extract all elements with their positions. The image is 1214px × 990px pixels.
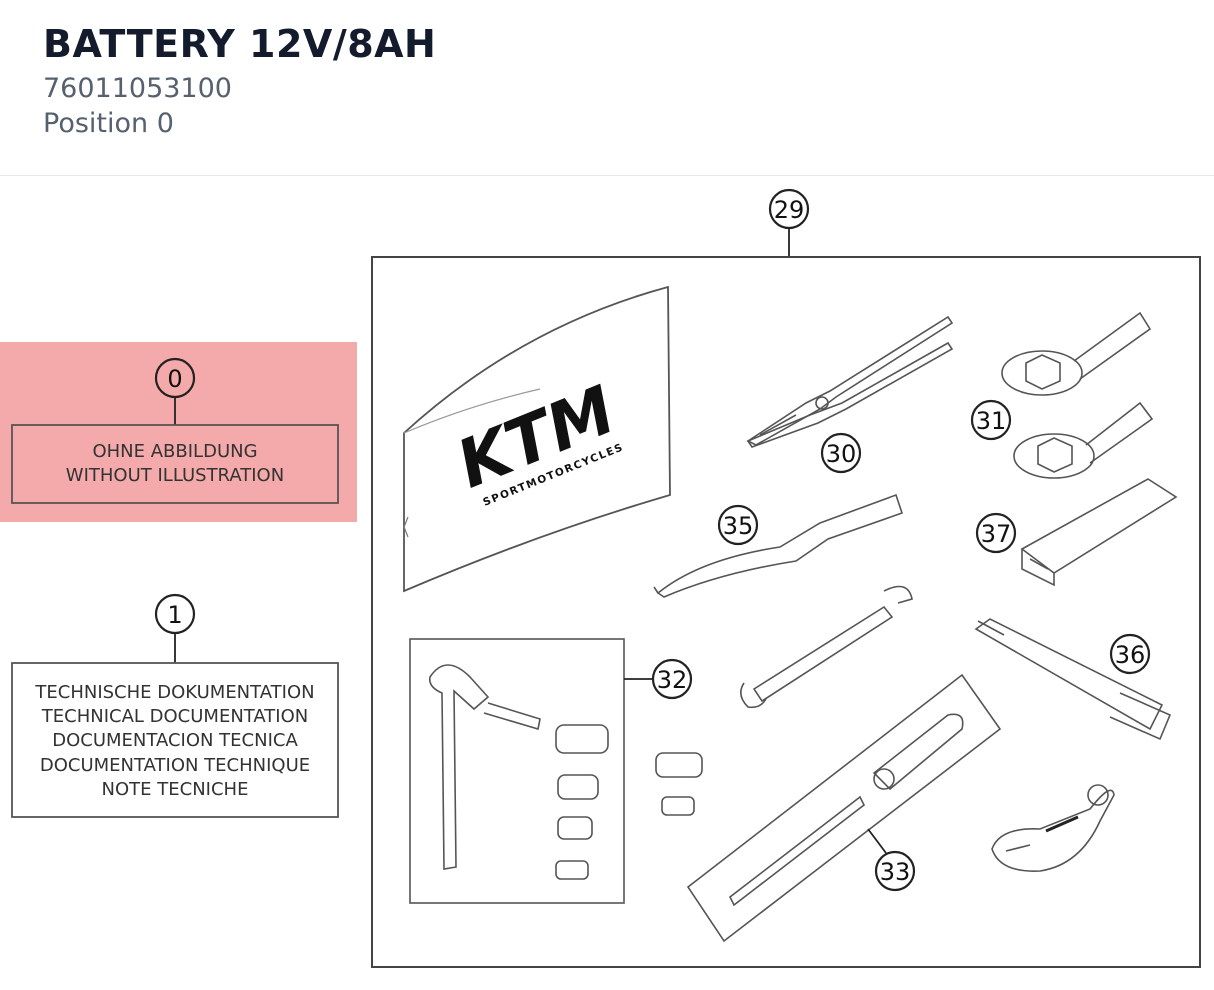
part-number: 76011053100 [43, 73, 232, 104]
technical-documentation-box [11, 662, 339, 818]
callout-37-number: 37 [981, 520, 1012, 548]
sleeve-illustration [1020, 478, 1178, 587]
callout-1[interactable]: 1 [154, 593, 196, 663]
open-end-wrench-illustration [740, 585, 913, 709]
tool-kit-frame [371, 256, 1201, 968]
part-title: BATTERY 12V/8AH [43, 22, 437, 66]
screwdriver-illustration [728, 713, 964, 907]
callout-29-number: 29 [774, 196, 805, 224]
callout-36[interactable]: 36 [1109, 633, 1151, 675]
ktm-logo: KTM SPORTMOTORCYCLES [447, 371, 626, 509]
box0-line2: WITHOUT ILLUSTRATION [66, 465, 284, 486]
box1-line3: DOCUMENTACION TECNICA [52, 730, 298, 751]
callout-36-number: 36 [1115, 641, 1146, 669]
without-illustration-box [11, 424, 339, 504]
callout-0[interactable]: 0 [154, 357, 196, 425]
part-position: Position 0 [43, 108, 174, 139]
hex-key-kit-box [409, 638, 625, 904]
callout-30[interactable]: 30 [820, 432, 862, 474]
box1-line1: TECHNISCHE DOKUMENTATION [34, 682, 314, 703]
callout-35-number: 35 [723, 512, 754, 540]
diagram-svg: 0 OHNE ABBILDUNG WITHOUT ILLUSTRATION 1 … [0, 188, 1201, 968]
box1-line5: NOTE TECNICHE [102, 779, 249, 800]
box0-line1: OHNE ABBILDUNG [92, 441, 257, 462]
tool-bag-illustration: KTM SPORTMOTORCYCLES [403, 285, 671, 593]
ring-wrench-illustration [1001, 311, 1154, 479]
screwdriver-kit-box [686, 673, 1002, 943]
callout-0-number: 0 [167, 365, 182, 393]
position-0-highlight [0, 342, 357, 522]
pliers-illustration [746, 315, 954, 448]
box1-line4: DOCUMENTATION TECHNIQUE [40, 755, 310, 776]
box1-line2: TECHNICAL DOCUMENTATION [41, 706, 308, 727]
hex-key-kit-illustration [428, 664, 703, 880]
callout-30-number: 30 [826, 440, 857, 468]
callout-29[interactable]: 29 [768, 188, 810, 257]
exploded-parts-diagram: 0 OHNE ABBILDUNG WITHOUT ILLUSTRATION 1 … [0, 177, 1214, 990]
callout-37[interactable]: 37 [975, 512, 1017, 554]
combination-tool-illustration [991, 784, 1115, 872]
callout-1-number: 1 [167, 601, 182, 629]
callout-31-number: 31 [976, 407, 1007, 435]
callout-35[interactable]: 35 [717, 504, 759, 546]
callout-32-number: 32 [657, 666, 688, 694]
spark-plug-wrench-illustration [974, 618, 1172, 741]
hook-wrench-illustration [653, 493, 904, 598]
callout-33[interactable]: 33 [867, 828, 916, 892]
callout-31[interactable]: 31 [970, 399, 1012, 441]
page-header: BATTERY 12V/8AH 76011053100 Position 0 [0, 0, 1214, 176]
callout-32[interactable]: 32 [624, 658, 693, 700]
callout-33-number: 33 [880, 858, 911, 886]
